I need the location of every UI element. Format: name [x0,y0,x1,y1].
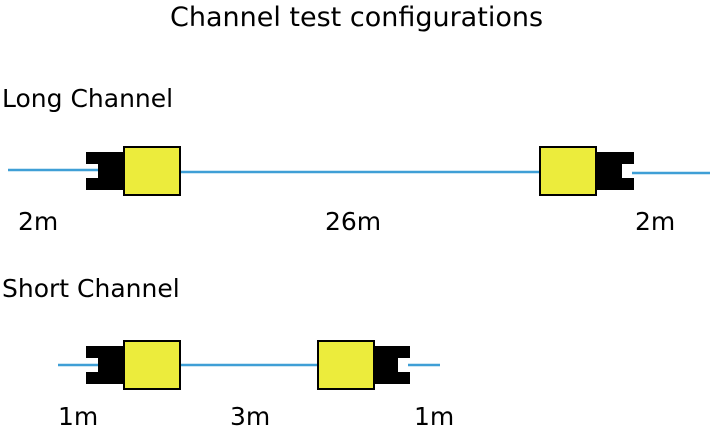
long-right-connector [539,146,634,196]
short-segment-label-middle: 3m [230,402,271,431]
long-segment-label-middle: 26m [325,207,382,236]
long-segment-label-left: 2m [18,207,59,236]
long-segment-label-right: 2m [635,207,676,236]
long-right-plug [596,152,634,190]
short-right-plug [374,346,410,384]
diagram-title: Channel test configurations [169,2,544,33]
short-channel-heading: Short Channel [2,274,180,303]
short-right-connector [317,340,410,390]
short-left-plug [86,346,124,384]
long-left-connector [86,146,181,196]
short-left-connector [86,340,181,390]
short-left-jack [123,340,181,390]
long-left-plug [86,152,124,190]
short-right-jack [317,340,375,390]
short-channel-link [58,340,440,390]
long-channel-heading: Long Channel [2,84,174,113]
short-segment-label-left: 1m [58,402,99,431]
long-channel-link [8,146,710,196]
short-segment-label-right: 1m [414,402,455,431]
long-left-jack [123,146,181,196]
long-right-jack [539,146,597,196]
